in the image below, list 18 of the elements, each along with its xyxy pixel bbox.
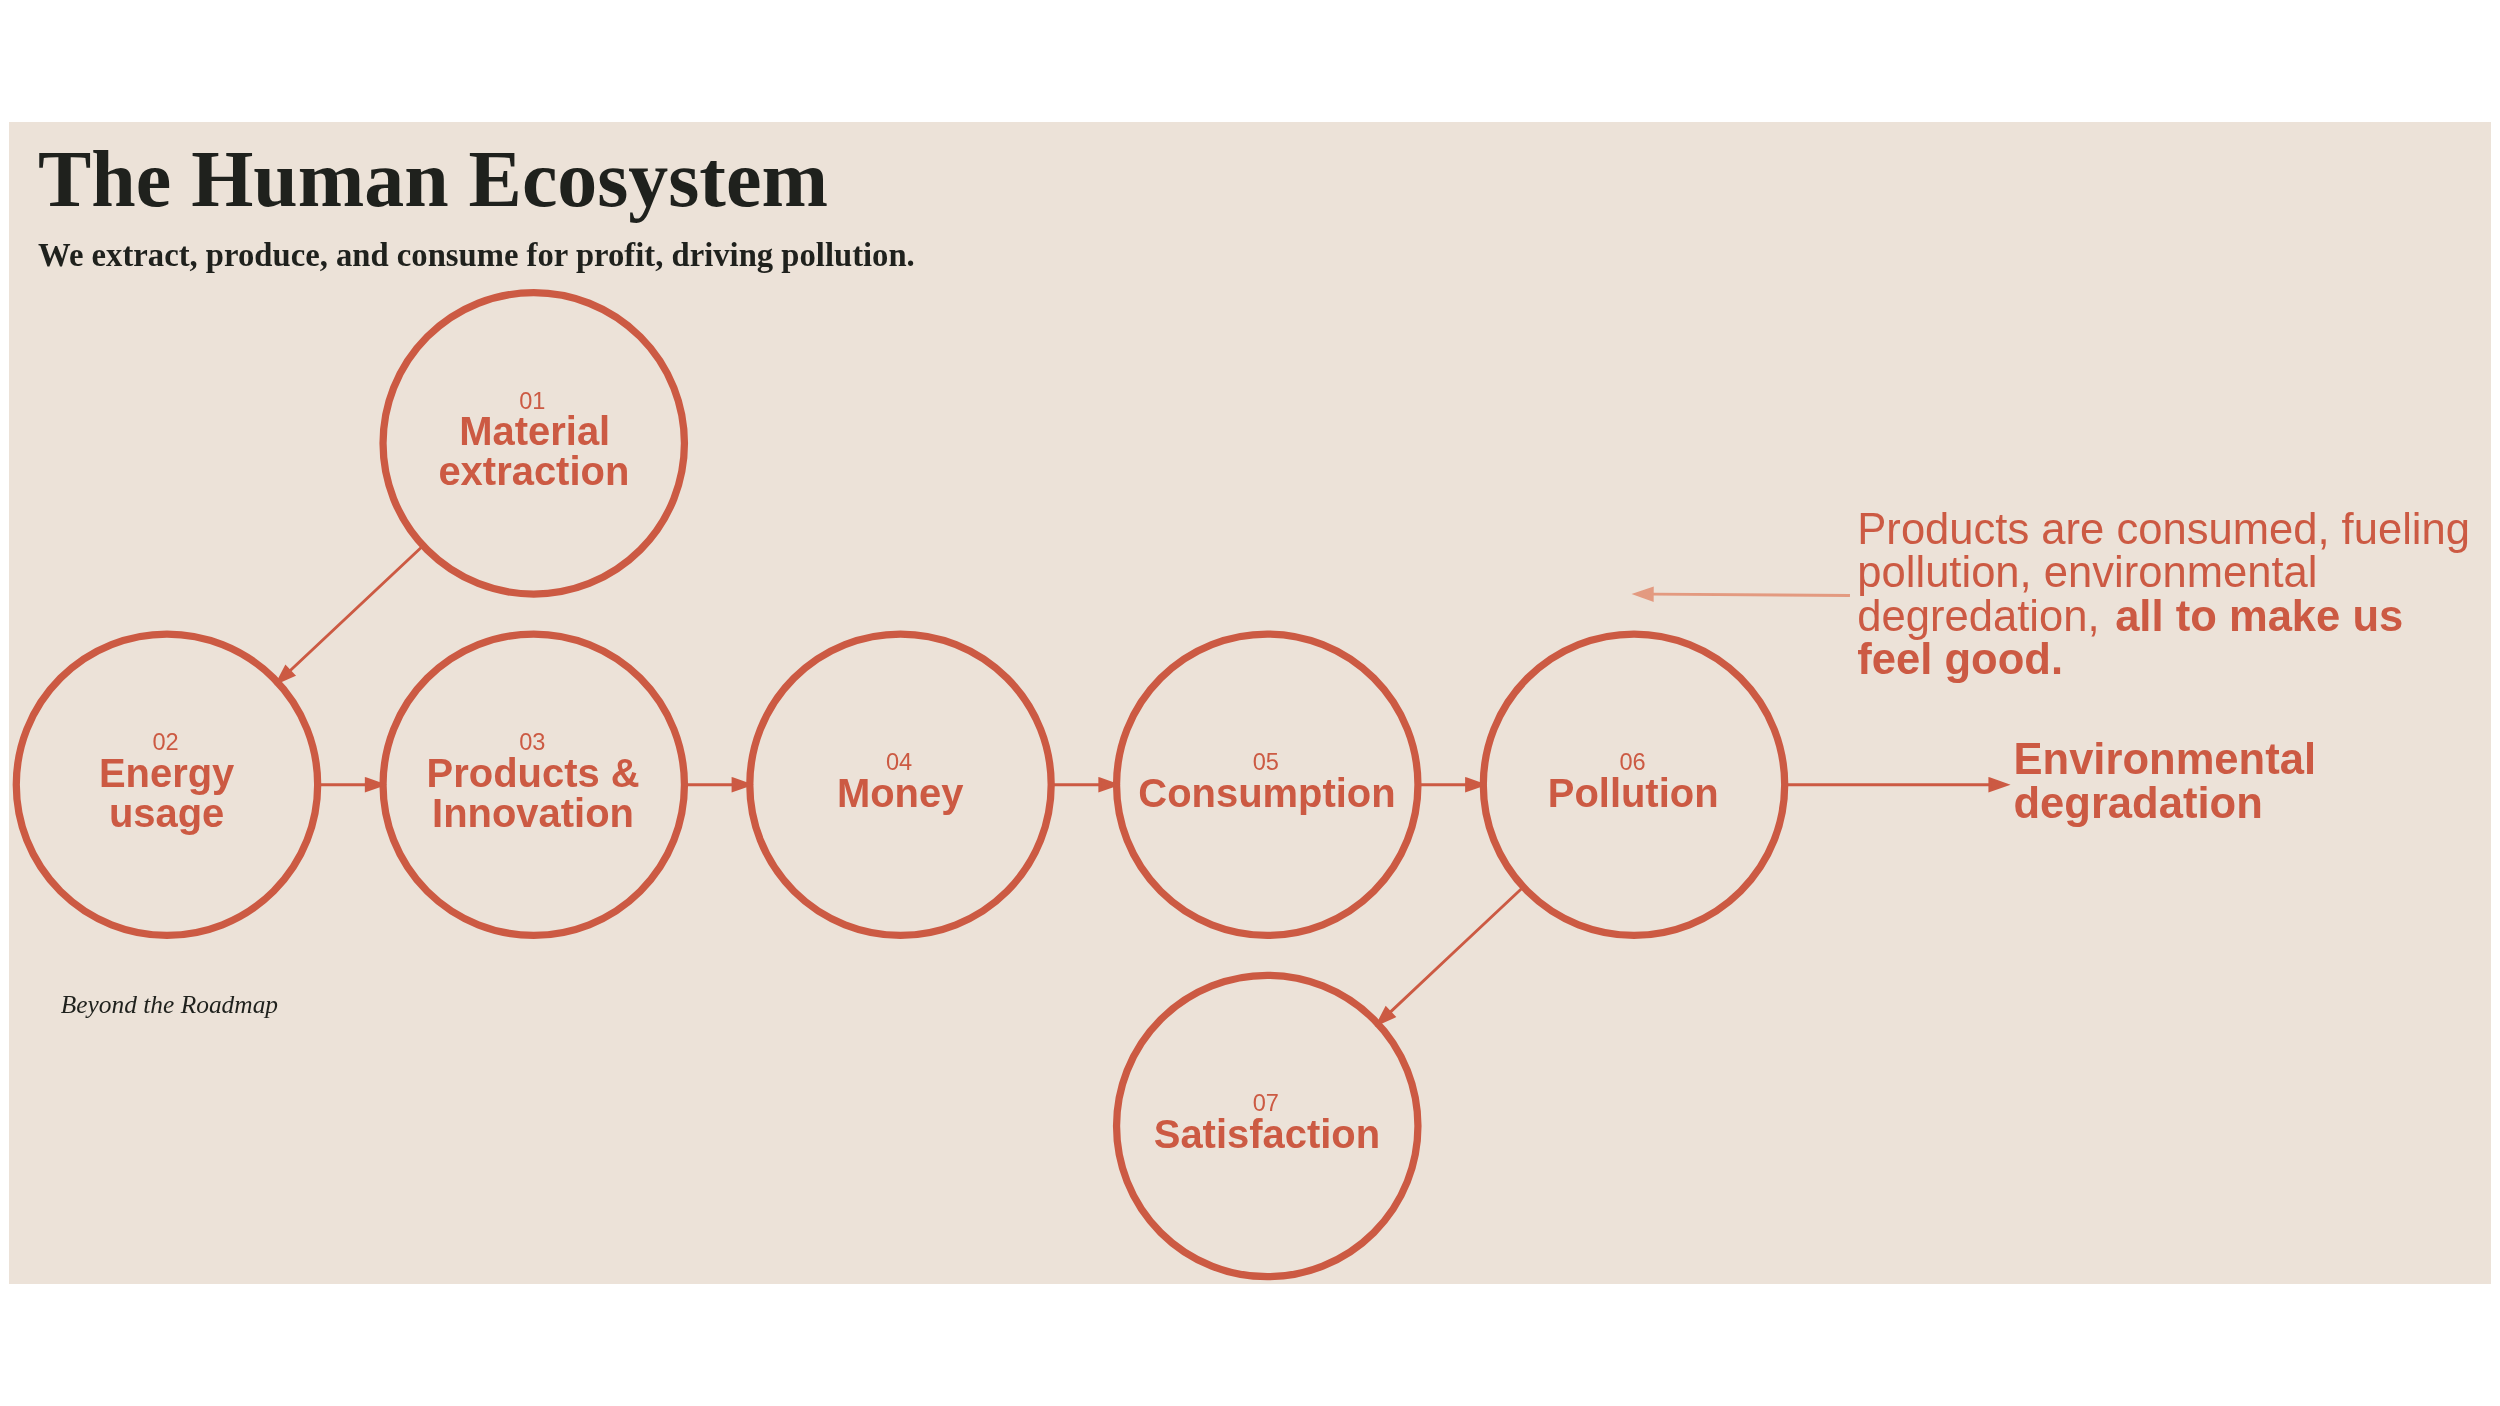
arrow xyxy=(318,776,388,793)
caption: We extract, produce, and consume for profit, driving pollution. xyxy=(38,237,915,274)
arrow xyxy=(1374,886,1525,1027)
label: Beyond the Roadmap xyxy=(60,989,279,1018)
arrow xyxy=(274,544,425,686)
node-circle: 01 Material extraction xyxy=(379,289,689,598)
arrow xyxy=(1051,776,1121,793)
node-text: Environmental degradation xyxy=(2013,735,2317,827)
node-circle: 06 Pollution xyxy=(1479,630,1789,940)
arrow xyxy=(1785,776,2011,793)
diagram-title: The Human Ecosystem xyxy=(38,134,828,223)
node-circle: 04 Money xyxy=(746,630,1055,940)
node-circle: 05 Consumption xyxy=(1112,630,1422,940)
node-circle: 02 Energy usage xyxy=(12,630,322,940)
arrow xyxy=(1631,586,1850,602)
node-circle: 03 Products & Innovation xyxy=(379,630,689,940)
node-text: Products are consumed, fueling pollution, environmental degredation, all to make us feel good. xyxy=(1857,504,2470,684)
node-circle: 07 Satisfaction xyxy=(1112,971,1422,1281)
